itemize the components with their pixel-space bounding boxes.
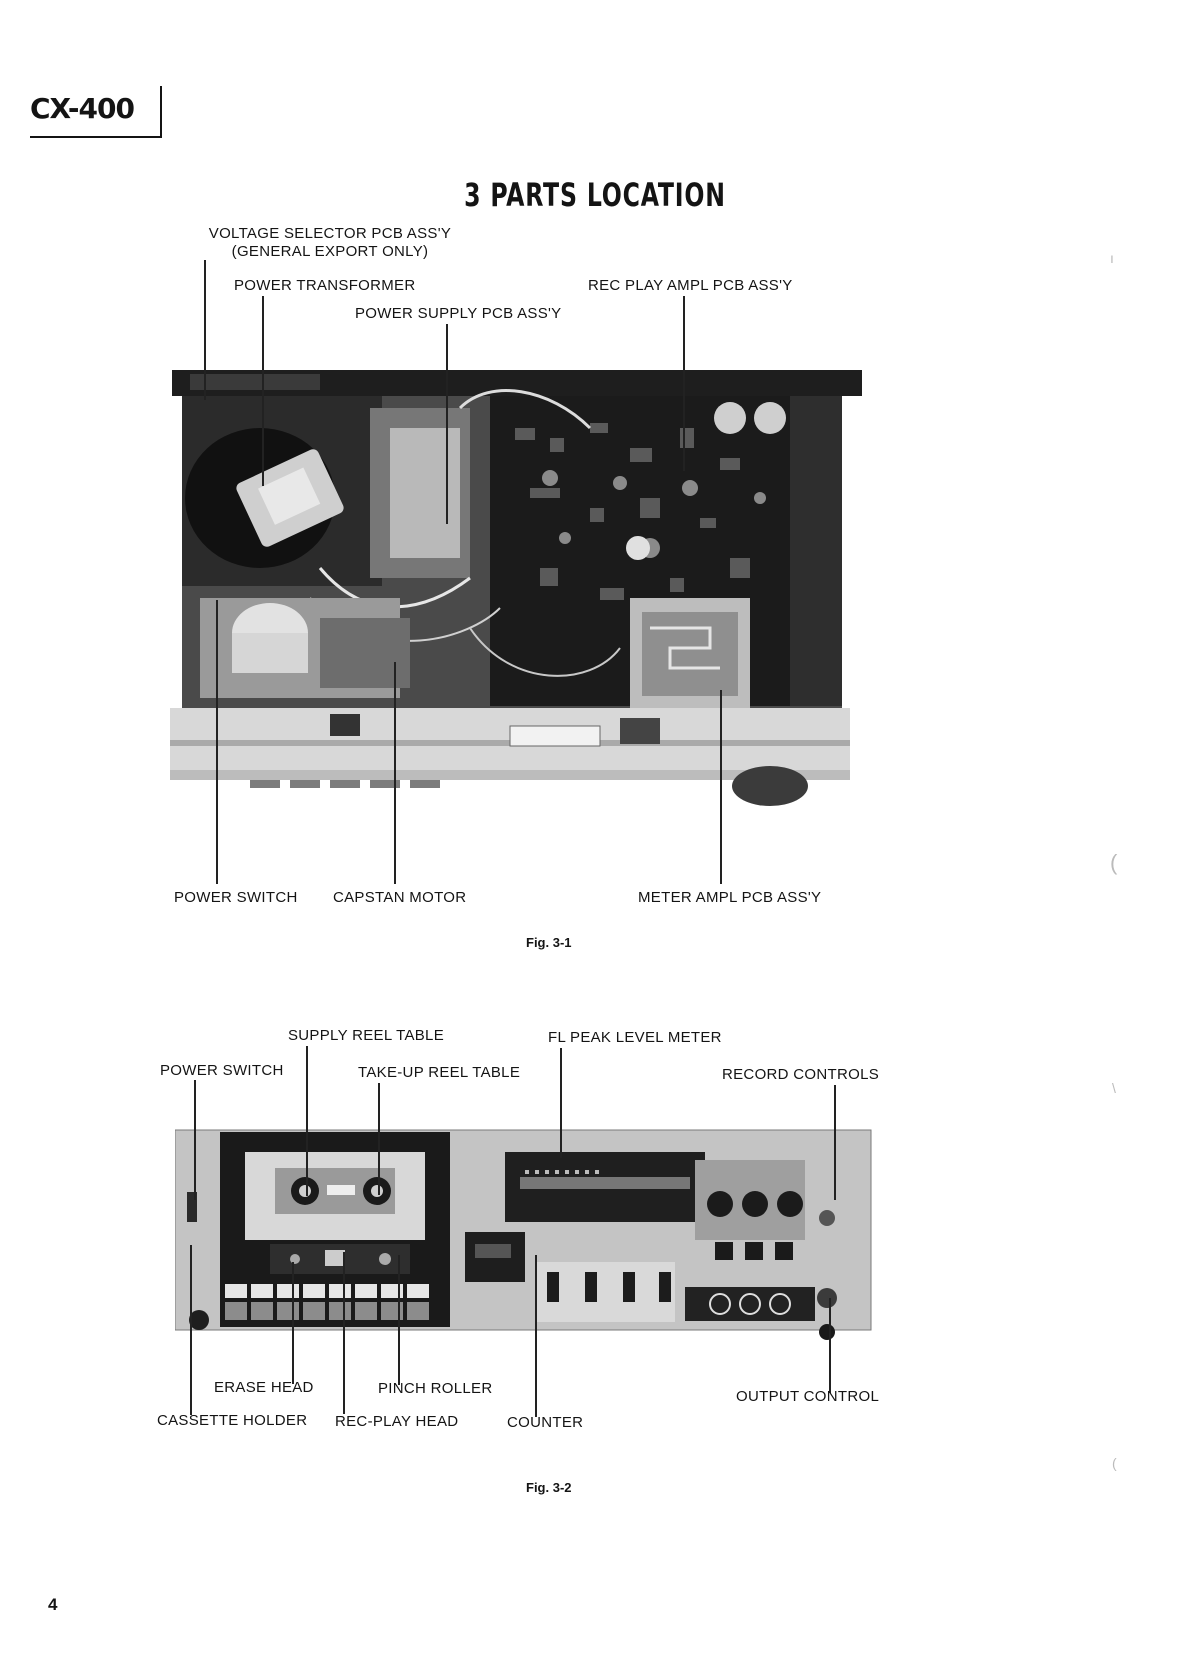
label-power-transformer: POWER TRANSFORMER (234, 277, 416, 294)
leader-erase-head (292, 1262, 294, 1384)
header-rule-vertical (160, 86, 162, 138)
scan-speck: ı (1110, 250, 1114, 266)
leader-record-controls (834, 1085, 836, 1200)
scan-speck: ( (1110, 850, 1118, 875)
label-output-control: OUTPUT CONTROL (736, 1388, 880, 1405)
label-power-switch-fig2: POWER SWITCH (160, 1062, 284, 1079)
leader-supply-reel-table (306, 1046, 308, 1196)
label-meter-ampl-pcb: METER AMPL PCB ASS'Y (638, 889, 822, 906)
label-erase-head: ERASE HEAD (214, 1379, 314, 1396)
label-rec-play-head: REC-PLAY HEAD (335, 1413, 459, 1430)
section-title: 3 PARTS LOCATION (464, 176, 726, 214)
label-fl-peak-level-meter: FL PEAK LEVEL METER (548, 1029, 722, 1046)
page-number: 4 (48, 1595, 58, 1614)
leader-take-up-reel-table (378, 1083, 380, 1195)
leader-cassette-holder (190, 1245, 192, 1415)
leader-power-switch (216, 600, 218, 884)
label-counter: COUNTER (507, 1414, 584, 1431)
leader-output-control (829, 1298, 831, 1393)
label-take-up-reel-table: TAKE-UP REEL TABLE (358, 1064, 521, 1081)
scan-speck: ( (1112, 1455, 1117, 1471)
label-power-switch-fig1: POWER SWITCH (174, 889, 298, 906)
leader-voltage-selector (204, 260, 206, 400)
leader-rec-play-head (343, 1252, 345, 1414)
label-voltage-selector-line1: VOLTAGE SELECTOR PCB ASS'Y (208, 225, 452, 242)
scan-speck: \ (1112, 1080, 1116, 1096)
caption-fig-3-2: Fig. 3-2 (526, 1480, 572, 1495)
label-power-supply-pcb: POWER SUPPLY PCB ASS'Y (355, 305, 562, 322)
label-rec-play-ampl-pcb: REC PLAY AMPL PCB ASS'Y (588, 277, 793, 294)
leader-rec-play-ampl-pcb (683, 296, 685, 471)
model-number: CX-400 (30, 92, 135, 125)
label-pinch-roller: PINCH ROLLER (378, 1380, 493, 1397)
label-record-controls: RECORD CONTROLS (722, 1066, 880, 1083)
caption-fig-3-1: Fig. 3-1 (526, 935, 572, 950)
leader-power-transformer (262, 296, 264, 486)
label-capstan-motor: CAPSTAN MOTOR (333, 889, 467, 906)
leader-power-switch-fig2 (194, 1080, 196, 1200)
fig2-photo-front-panel (175, 1122, 875, 1342)
leader-capstan-motor (394, 662, 396, 884)
label-cassette-holder: CASSETTE HOLDER (157, 1412, 308, 1429)
leader-counter (535, 1255, 537, 1417)
leader-power-supply-pcb (446, 324, 448, 524)
header-rule-horizontal (30, 136, 162, 138)
label-supply-reel-table: SUPPLY REEL TABLE (288, 1027, 445, 1044)
label-voltage-selector-line2: (GENERAL EXPORT ONLY) (231, 243, 429, 260)
leader-fl-peak-level-meter (560, 1048, 562, 1158)
fig1-photo-chassis-top-view (170, 368, 875, 838)
leader-meter-ampl-pcb (720, 690, 722, 884)
leader-pinch-roller (398, 1255, 400, 1385)
